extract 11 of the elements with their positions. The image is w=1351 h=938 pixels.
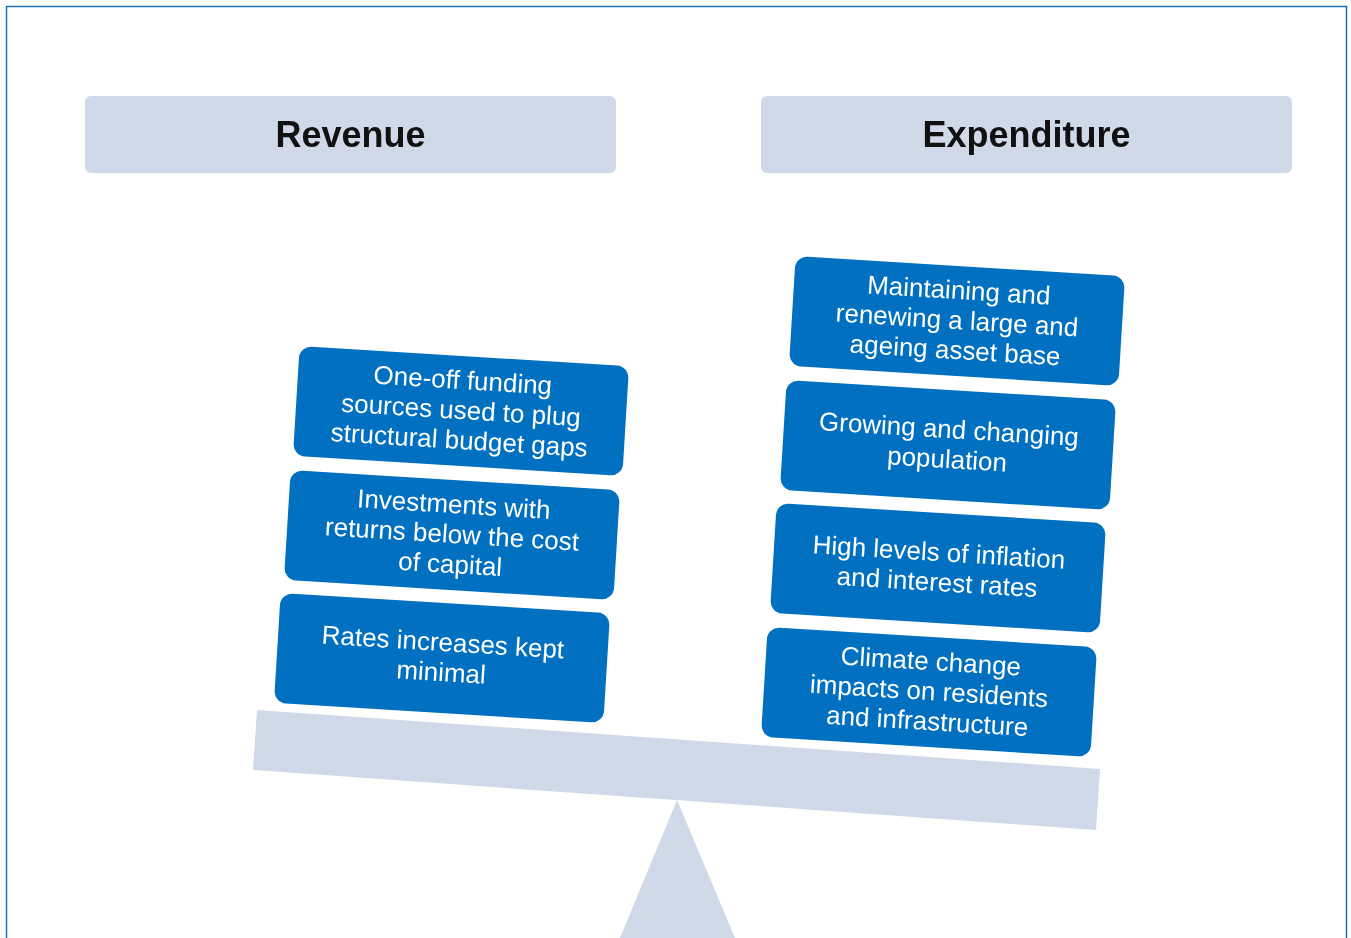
card-text: Climate change impacts on residents and infrastructure [808, 639, 1050, 745]
heading-text: Revenue [275, 113, 426, 156]
card-text: Maintaining and renewing a large and ageing asset base [833, 268, 1081, 374]
card-text: High levels of inflation and interest rates [810, 530, 1068, 606]
card-text: Growing and changing population [817, 407, 1081, 480]
heading-text: Expenditure [922, 113, 1131, 156]
card-text: One-off funding sources used to plug structural budget gaps [328, 358, 590, 464]
card-text: Investments with returns below the cost of capital [323, 482, 581, 585]
card-text: Rates increases kept minimal [319, 620, 567, 692]
header-panel [761, 96, 1292, 173]
header-panel [85, 96, 616, 173]
